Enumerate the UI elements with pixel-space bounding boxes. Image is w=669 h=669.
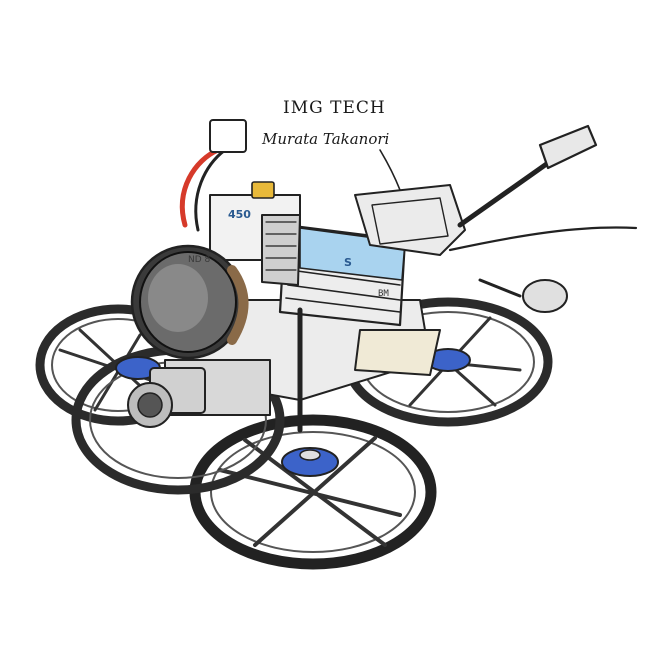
vtx-antenna xyxy=(457,124,598,228)
prop-duct-front xyxy=(189,414,437,570)
board-marking: BM xyxy=(378,289,389,299)
power-wire-red xyxy=(179,147,221,228)
artist-signature: Murata Takanori xyxy=(262,130,390,148)
battery-capacity-label: 450 xyxy=(228,208,251,221)
camera-lens-nd-filter xyxy=(130,244,249,360)
battery-strap xyxy=(261,214,301,286)
xt30-connector xyxy=(251,181,275,199)
signature-pointer-line xyxy=(379,149,401,191)
fpv-camera xyxy=(127,367,206,428)
vtx-module xyxy=(354,184,466,256)
motor-front xyxy=(281,447,339,477)
rx-antenna xyxy=(448,226,638,313)
battery-cells-label: S xyxy=(344,256,352,269)
nd-filter-label: ND 8 xyxy=(188,255,211,265)
balance-plug xyxy=(209,119,247,153)
power-wire-black xyxy=(194,148,227,232)
flight-controller-board xyxy=(354,329,441,376)
brand-handwriting: IMG TECH xyxy=(283,98,386,118)
battery-pack xyxy=(209,194,407,327)
